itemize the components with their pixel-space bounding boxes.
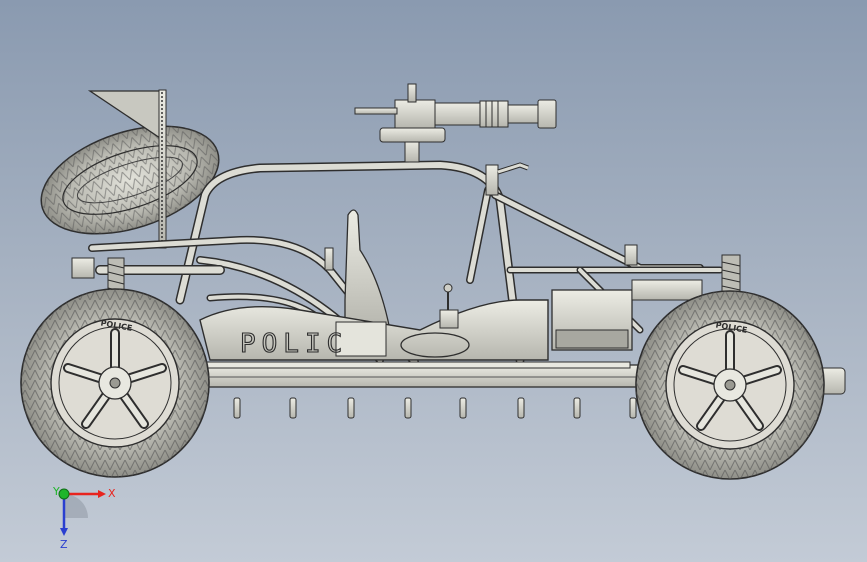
spikes: [233, 397, 637, 419]
body-panel: POLIC: [199, 283, 549, 361]
flag: [87, 89, 167, 249]
rear-wheel: POLICE: [635, 290, 825, 480]
spare-tire: [40, 125, 220, 235]
coordinate-triad: X Y Z: [52, 485, 116, 551]
front-suspension: [71, 257, 125, 297]
seat: [324, 209, 391, 331]
x-axis-label: X: [108, 487, 116, 500]
front-wheel: POLICE: [20, 288, 210, 478]
z-axis-label: Z: [60, 538, 68, 551]
chassis-floor: [179, 361, 661, 388]
y-axis-label: Y: [52, 485, 60, 498]
body-text: POLIC: [240, 329, 348, 359]
mini-gun: [354, 83, 557, 163]
engine-block: [551, 244, 703, 351]
z-axis-head: [60, 528, 68, 536]
triad-shadow: [64, 494, 88, 518]
steering-column: [485, 162, 529, 196]
y-axis-dot: [58, 488, 70, 500]
x-axis-head: [98, 490, 106, 498]
